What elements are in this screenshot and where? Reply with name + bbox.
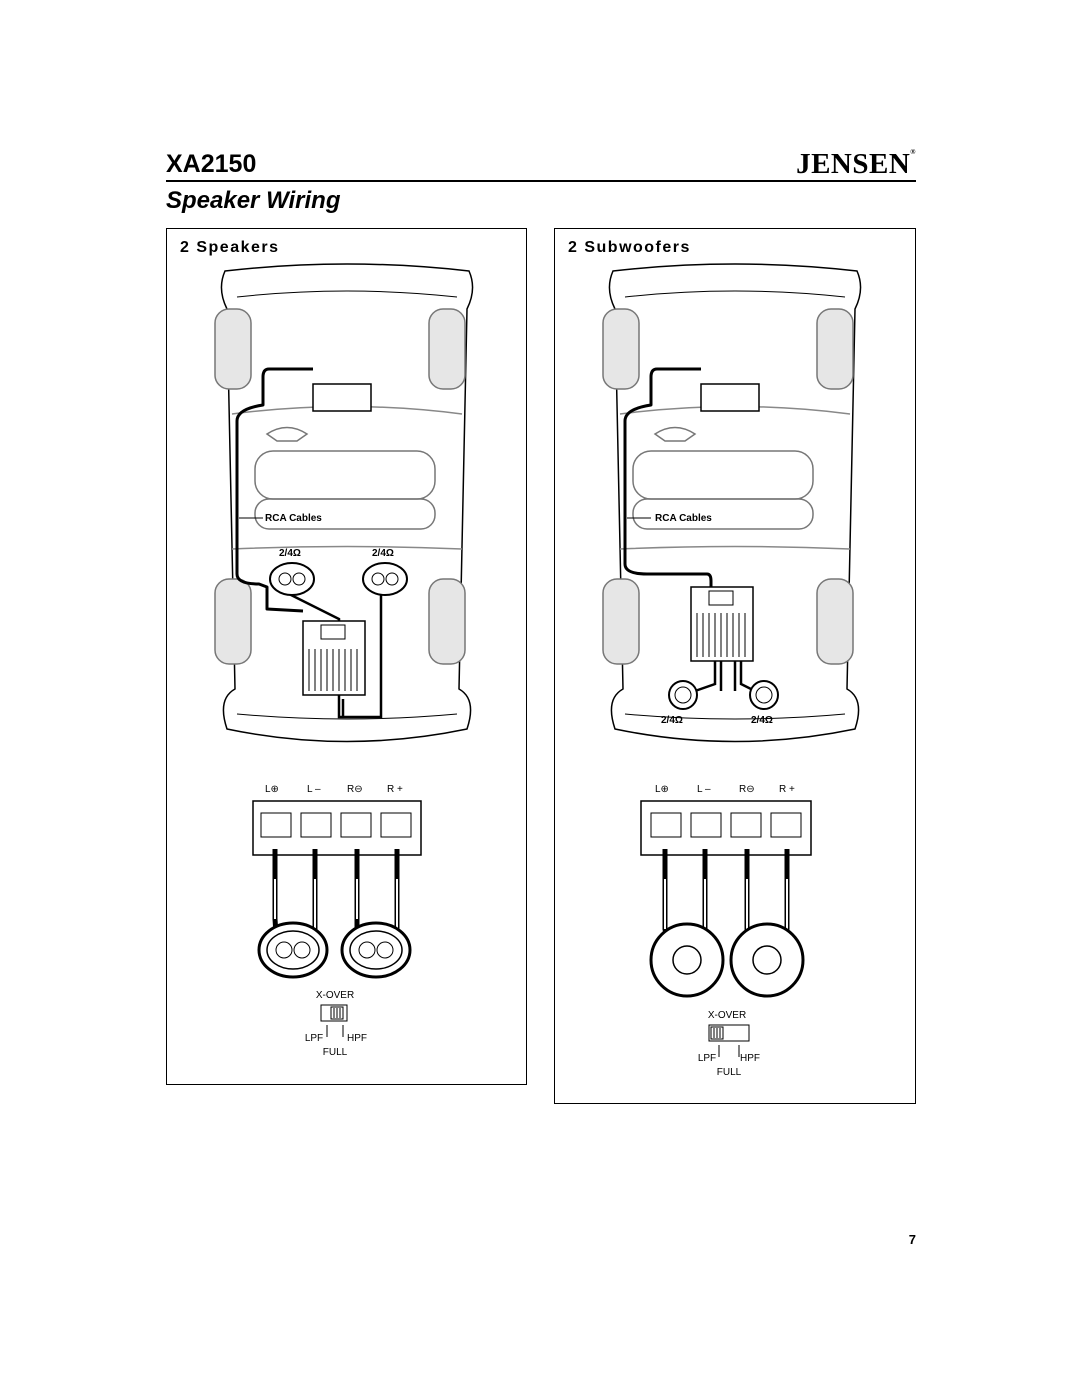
brand-logo: JENSEN® bbox=[796, 148, 916, 181]
panel-subwoofers: 2 Subwoofers bbox=[554, 228, 916, 1104]
terminal-label-l-minus: L – bbox=[307, 784, 321, 795]
xover-lpf-label: LPF bbox=[305, 1033, 323, 1044]
impedance-left-label: 2/4Ω bbox=[279, 548, 301, 559]
terminal-block bbox=[640, 800, 812, 856]
terminal-label-l-minus: L – bbox=[697, 784, 711, 795]
terminal-label-l-plus: L⊕ bbox=[265, 784, 279, 795]
terminal-label-r-minus: R⊖ bbox=[739, 784, 755, 795]
subwoofer-left-small bbox=[668, 680, 698, 710]
amplifier bbox=[302, 620, 366, 696]
speaker-lead-inner bbox=[274, 879, 398, 929]
terminal-block bbox=[252, 800, 422, 856]
registered-mark: ® bbox=[910, 148, 916, 156]
car-wheels bbox=[602, 308, 854, 665]
speaker-oval-right bbox=[340, 921, 412, 979]
header-rule bbox=[166, 180, 916, 182]
car-seats bbox=[632, 426, 814, 530]
impedance-right-label: 2/4Ω bbox=[751, 715, 773, 726]
brand-name: JENSEN bbox=[796, 148, 911, 180]
terminal-label-l-plus: L⊕ bbox=[655, 784, 669, 795]
wiring-diagram-subwoofers: RCA Cables 2/4Ω 2/4Ω L⊕ L – R⊖ R + bbox=[602, 263, 862, 1078]
panel-speakers: 2 Speakers bbox=[166, 228, 527, 1085]
car-top-view bbox=[220, 263, 474, 743]
head-unit bbox=[700, 383, 760, 412]
xover-full-label: FULL bbox=[717, 1067, 742, 1078]
impedance-right-label: 2/4Ω bbox=[372, 548, 394, 559]
subwoofer-right-small bbox=[749, 680, 779, 710]
terminal-label-r-plus: R + bbox=[387, 784, 403, 795]
xover-hpf-label: HPF bbox=[740, 1053, 760, 1064]
xover-label: X-OVER bbox=[316, 990, 354, 1001]
subwoofer-output-wires bbox=[694, 661, 756, 693]
xover-switch: X-OVER LPF HPF FULL bbox=[698, 1010, 760, 1078]
subwoofer-right bbox=[729, 922, 805, 998]
section-title: Speaker Wiring bbox=[166, 187, 341, 214]
speaker-right bbox=[362, 562, 408, 596]
subwoofer-lead-inner bbox=[664, 879, 788, 929]
xover-lpf-label: LPF bbox=[698, 1053, 716, 1064]
panel-title: 2 Subwoofers bbox=[568, 239, 691, 256]
wiring-diagram-speakers: RCA Cables 2/4Ω 2/4Ω L⊕ L – R⊖ R + bbox=[214, 263, 474, 1058]
xover-full-label: FULL bbox=[323, 1047, 348, 1058]
amplifier bbox=[690, 586, 754, 662]
car-seats bbox=[254, 426, 436, 530]
rca-cable-run bbox=[623, 367, 713, 587]
speaker-oval-left bbox=[257, 921, 329, 979]
car-top-view bbox=[608, 263, 862, 743]
car-wheels bbox=[214, 308, 466, 665]
xover-hpf-label: HPF bbox=[347, 1033, 367, 1044]
head-unit bbox=[312, 383, 372, 412]
terminal-labels: L⊕ L – R⊖ R + bbox=[655, 784, 795, 795]
model-name: XA2150 bbox=[166, 150, 257, 178]
terminal-label-r-plus: R + bbox=[779, 784, 795, 795]
rca-cables-label: RCA Cables bbox=[655, 513, 712, 524]
speaker-left bbox=[269, 562, 315, 596]
xover-label: X-OVER bbox=[708, 1010, 746, 1021]
subwoofer-left bbox=[649, 922, 725, 998]
terminal-label-r-minus: R⊖ bbox=[347, 784, 363, 795]
xover-switch: X-OVER LPF HPF FULL bbox=[305, 990, 367, 1058]
rca-cable-run bbox=[235, 367, 313, 613]
impedance-left-label: 2/4Ω bbox=[661, 715, 683, 726]
rca-cables-label: RCA Cables bbox=[265, 513, 322, 524]
terminal-labels: L⊕ L – R⊖ R + bbox=[265, 784, 403, 795]
panel-title: 2 Speakers bbox=[180, 239, 280, 256]
page-number: 7 bbox=[908, 1232, 916, 1247]
